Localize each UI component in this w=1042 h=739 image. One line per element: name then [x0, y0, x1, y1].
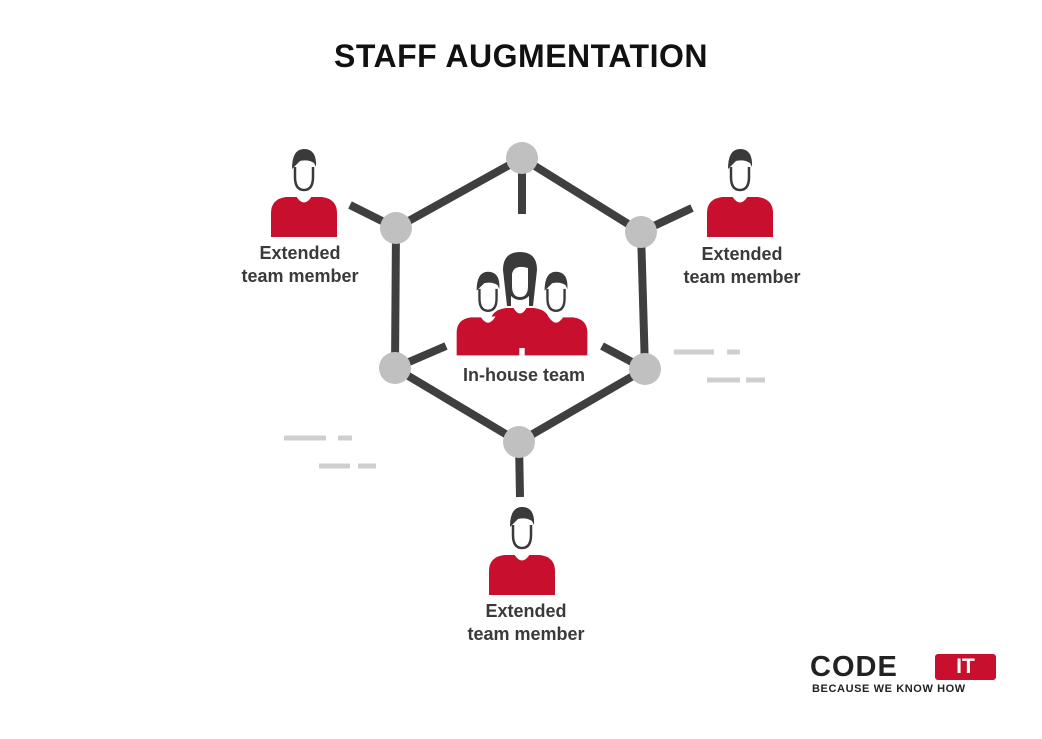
page-title: STAFF AUGMENTATION [334, 38, 708, 74]
logo-code-text: CODE [810, 651, 898, 683]
decorative-dashes [284, 349, 765, 469]
in-house-team-label: In-house team [462, 365, 586, 385]
logo-it-badge: IT [935, 654, 996, 680]
person-icon [269, 147, 339, 239]
extended-member-label: Extended team member [200, 242, 400, 288]
person-icon [705, 147, 775, 239]
edge-line [515, 365, 649, 446]
network-node-icon [506, 142, 538, 174]
label-line: Extended [259, 243, 341, 263]
hexagon-edges [391, 154, 649, 446]
network-nodes [379, 142, 661, 458]
edge-line [637, 228, 649, 373]
team-group-icon [455, 252, 589, 357]
network-node-icon [629, 353, 661, 385]
company-logo: CODE IT BECAUSE WE KNOW HOW [810, 652, 1000, 696]
network-node-icon [503, 426, 535, 458]
label-line: team member [683, 267, 801, 287]
edge-line [391, 224, 400, 372]
network-node-icon [625, 216, 657, 248]
extended-member-label: Extended team member [642, 243, 842, 289]
extended-member-label: Extended team member [426, 600, 626, 646]
network-node-icon [380, 212, 412, 244]
network-node-icon [379, 352, 411, 384]
person-icon [487, 505, 557, 597]
label-line: Extended [485, 601, 567, 621]
label-line: team member [241, 266, 359, 286]
edge-line [392, 154, 526, 232]
edge-line [391, 364, 523, 446]
label-line: Extended [701, 244, 783, 264]
logo-tagline: BECAUSE WE KNOW HOW [812, 683, 966, 695]
edge-line [518, 154, 645, 236]
label-line: team member [467, 624, 585, 644]
